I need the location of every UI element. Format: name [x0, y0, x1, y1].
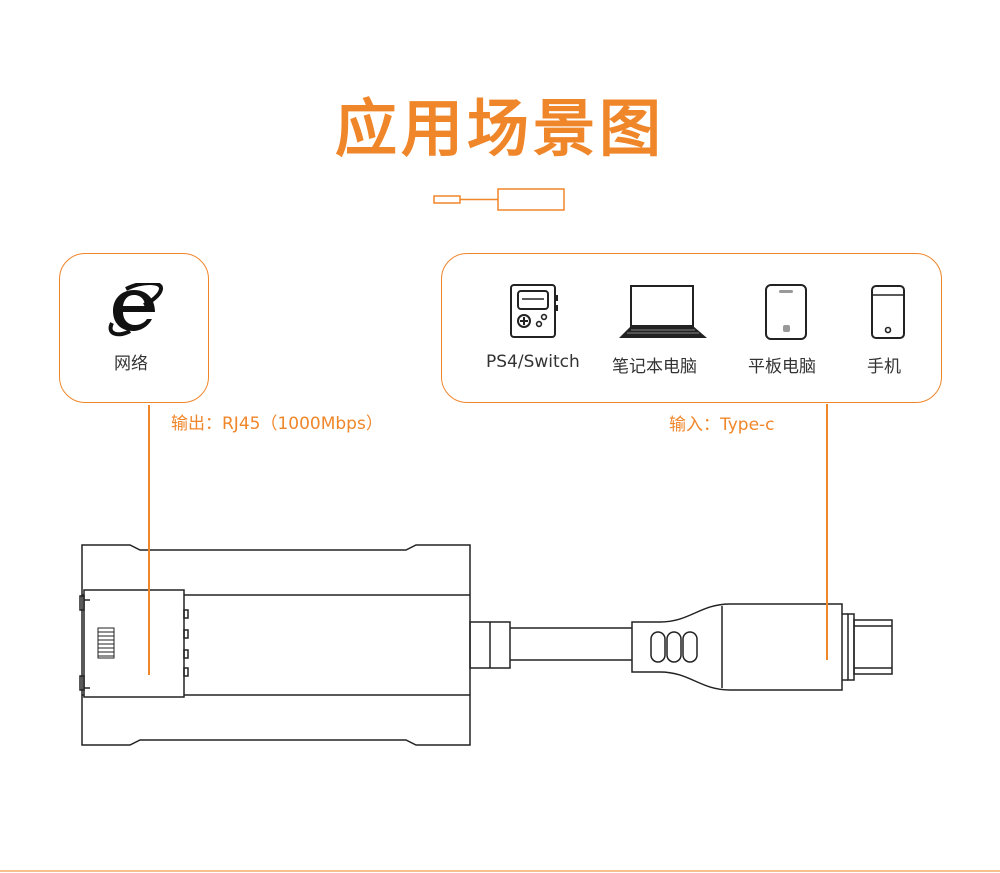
page-title: 应用场景图	[334, 92, 665, 165]
game-console-icon	[510, 284, 558, 338]
cable-and-plug	[469, 603, 893, 691]
mini-cable-icon	[433, 188, 565, 211]
device-label-console: PS4/Switch	[486, 352, 580, 372]
adapter-body	[79, 544, 471, 746]
tablet-icon	[765, 284, 807, 340]
output-caption: 输出：RJ45（1000Mbps）	[171, 414, 383, 434]
laptop-icon	[619, 285, 707, 338]
phone-icon	[871, 285, 905, 339]
device-label-laptop: 笔记本电脑	[612, 357, 697, 377]
device-label-phone: 手机	[867, 357, 901, 377]
bottom-divider	[0, 870, 1000, 872]
input-leader-line	[826, 404, 828, 660]
input-caption: 输入：Type-c	[669, 415, 775, 435]
ie-browser-icon	[108, 283, 163, 337]
device-label-tablet: 平板电脑	[748, 357, 816, 377]
rj45-pins	[97, 627, 115, 659]
output-leader-line	[148, 405, 150, 675]
network-label: 网络	[114, 354, 148, 374]
